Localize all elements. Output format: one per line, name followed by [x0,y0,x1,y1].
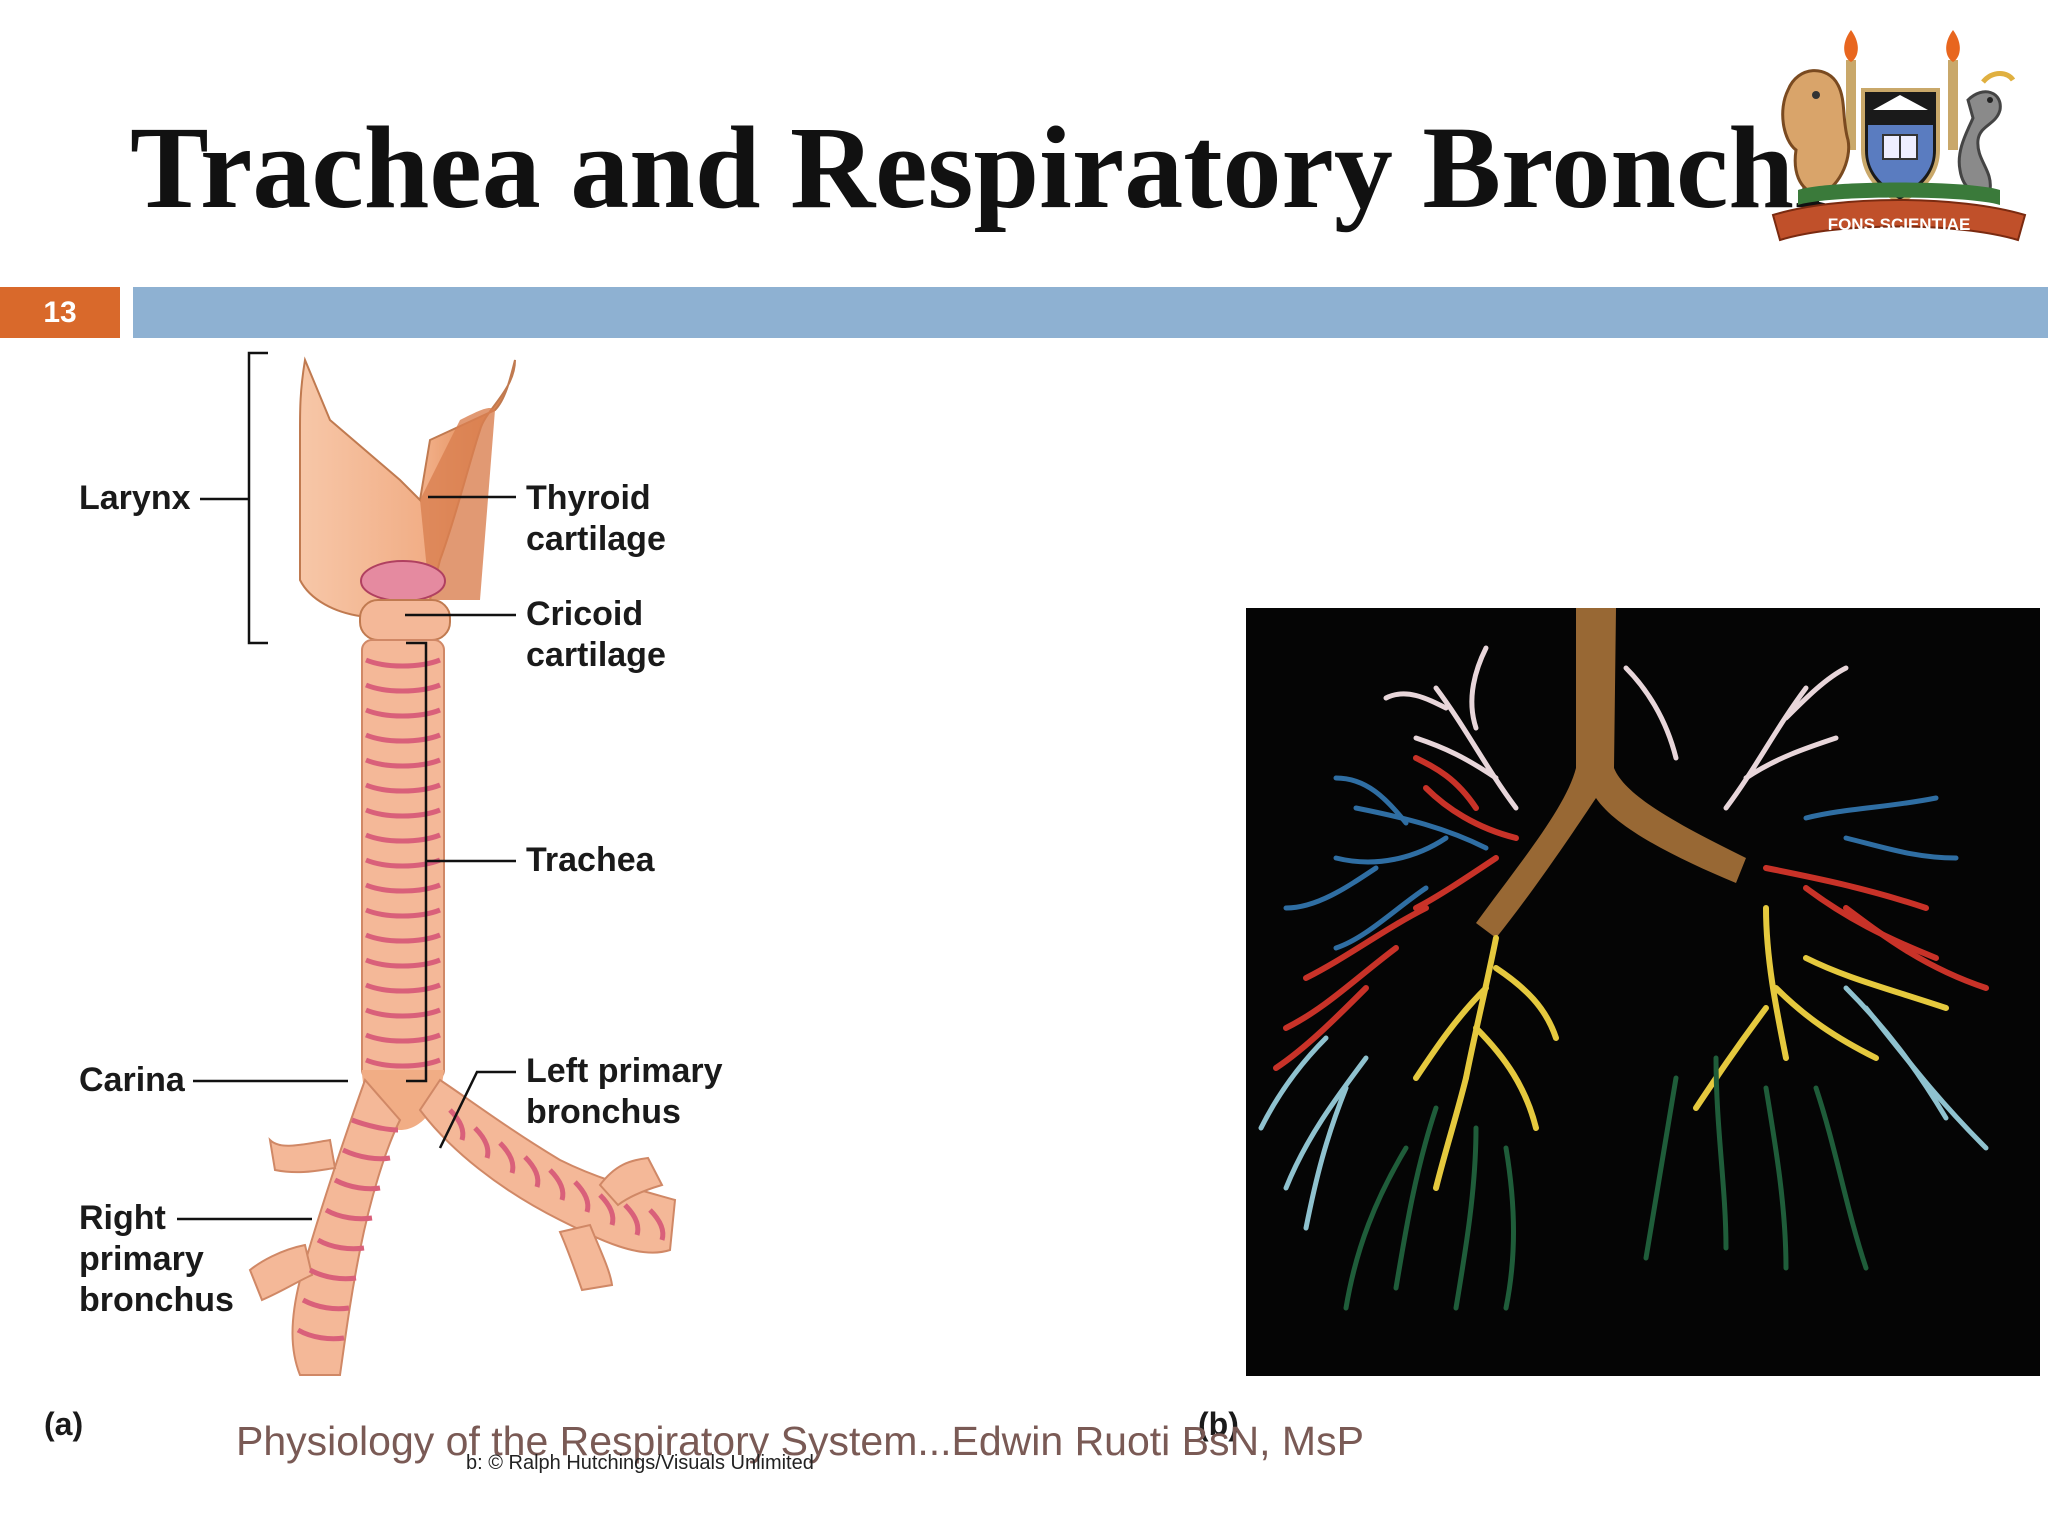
panel-label-a: (a) [44,1406,84,1442]
panel-label-b: (b) [1198,1406,1239,1442]
label-left-bronchus-line1: Left primary [526,1052,723,1090]
trachea-illustration [177,351,677,1376]
slide-number-box [0,287,120,338]
slide-number: 13 [43,296,77,329]
label-cricoid-line2: cartilage [526,636,666,674]
title-underline-bar [133,287,2048,338]
label-thyroid-line2: cartilage [526,520,666,558]
bronchial-tree-cast-photo [1246,608,2040,1376]
slide-footer: Physiology of the Respiratory System...E… [236,1418,1364,1464]
label-carina: Carina [79,1061,185,1099]
slide-title: Trachea and Respiratory Bronchi [130,102,1827,233]
label-left-bronchus-line2: bronchus [526,1093,681,1131]
crest-motto: FONS SCIENTIAE [1828,215,1971,234]
label-thyroid-line1: Thyroid [526,479,651,517]
label-right-bronchus-line1: Right [79,1199,166,1237]
label-trachea: Trachea [526,841,655,879]
university-crest-logo: FONS SCIENTIAE [1771,30,2027,242]
label-cricoid-line1: Cricoid [526,595,644,633]
image-credit: b: © Ralph Hutchings/Visuals Unlimited [466,1452,814,1474]
label-right-bronchus-line2: primary [79,1240,204,1278]
label-right-bronchus-line3: bronchus [79,1281,234,1319]
label-larynx: Larynx [79,479,191,517]
